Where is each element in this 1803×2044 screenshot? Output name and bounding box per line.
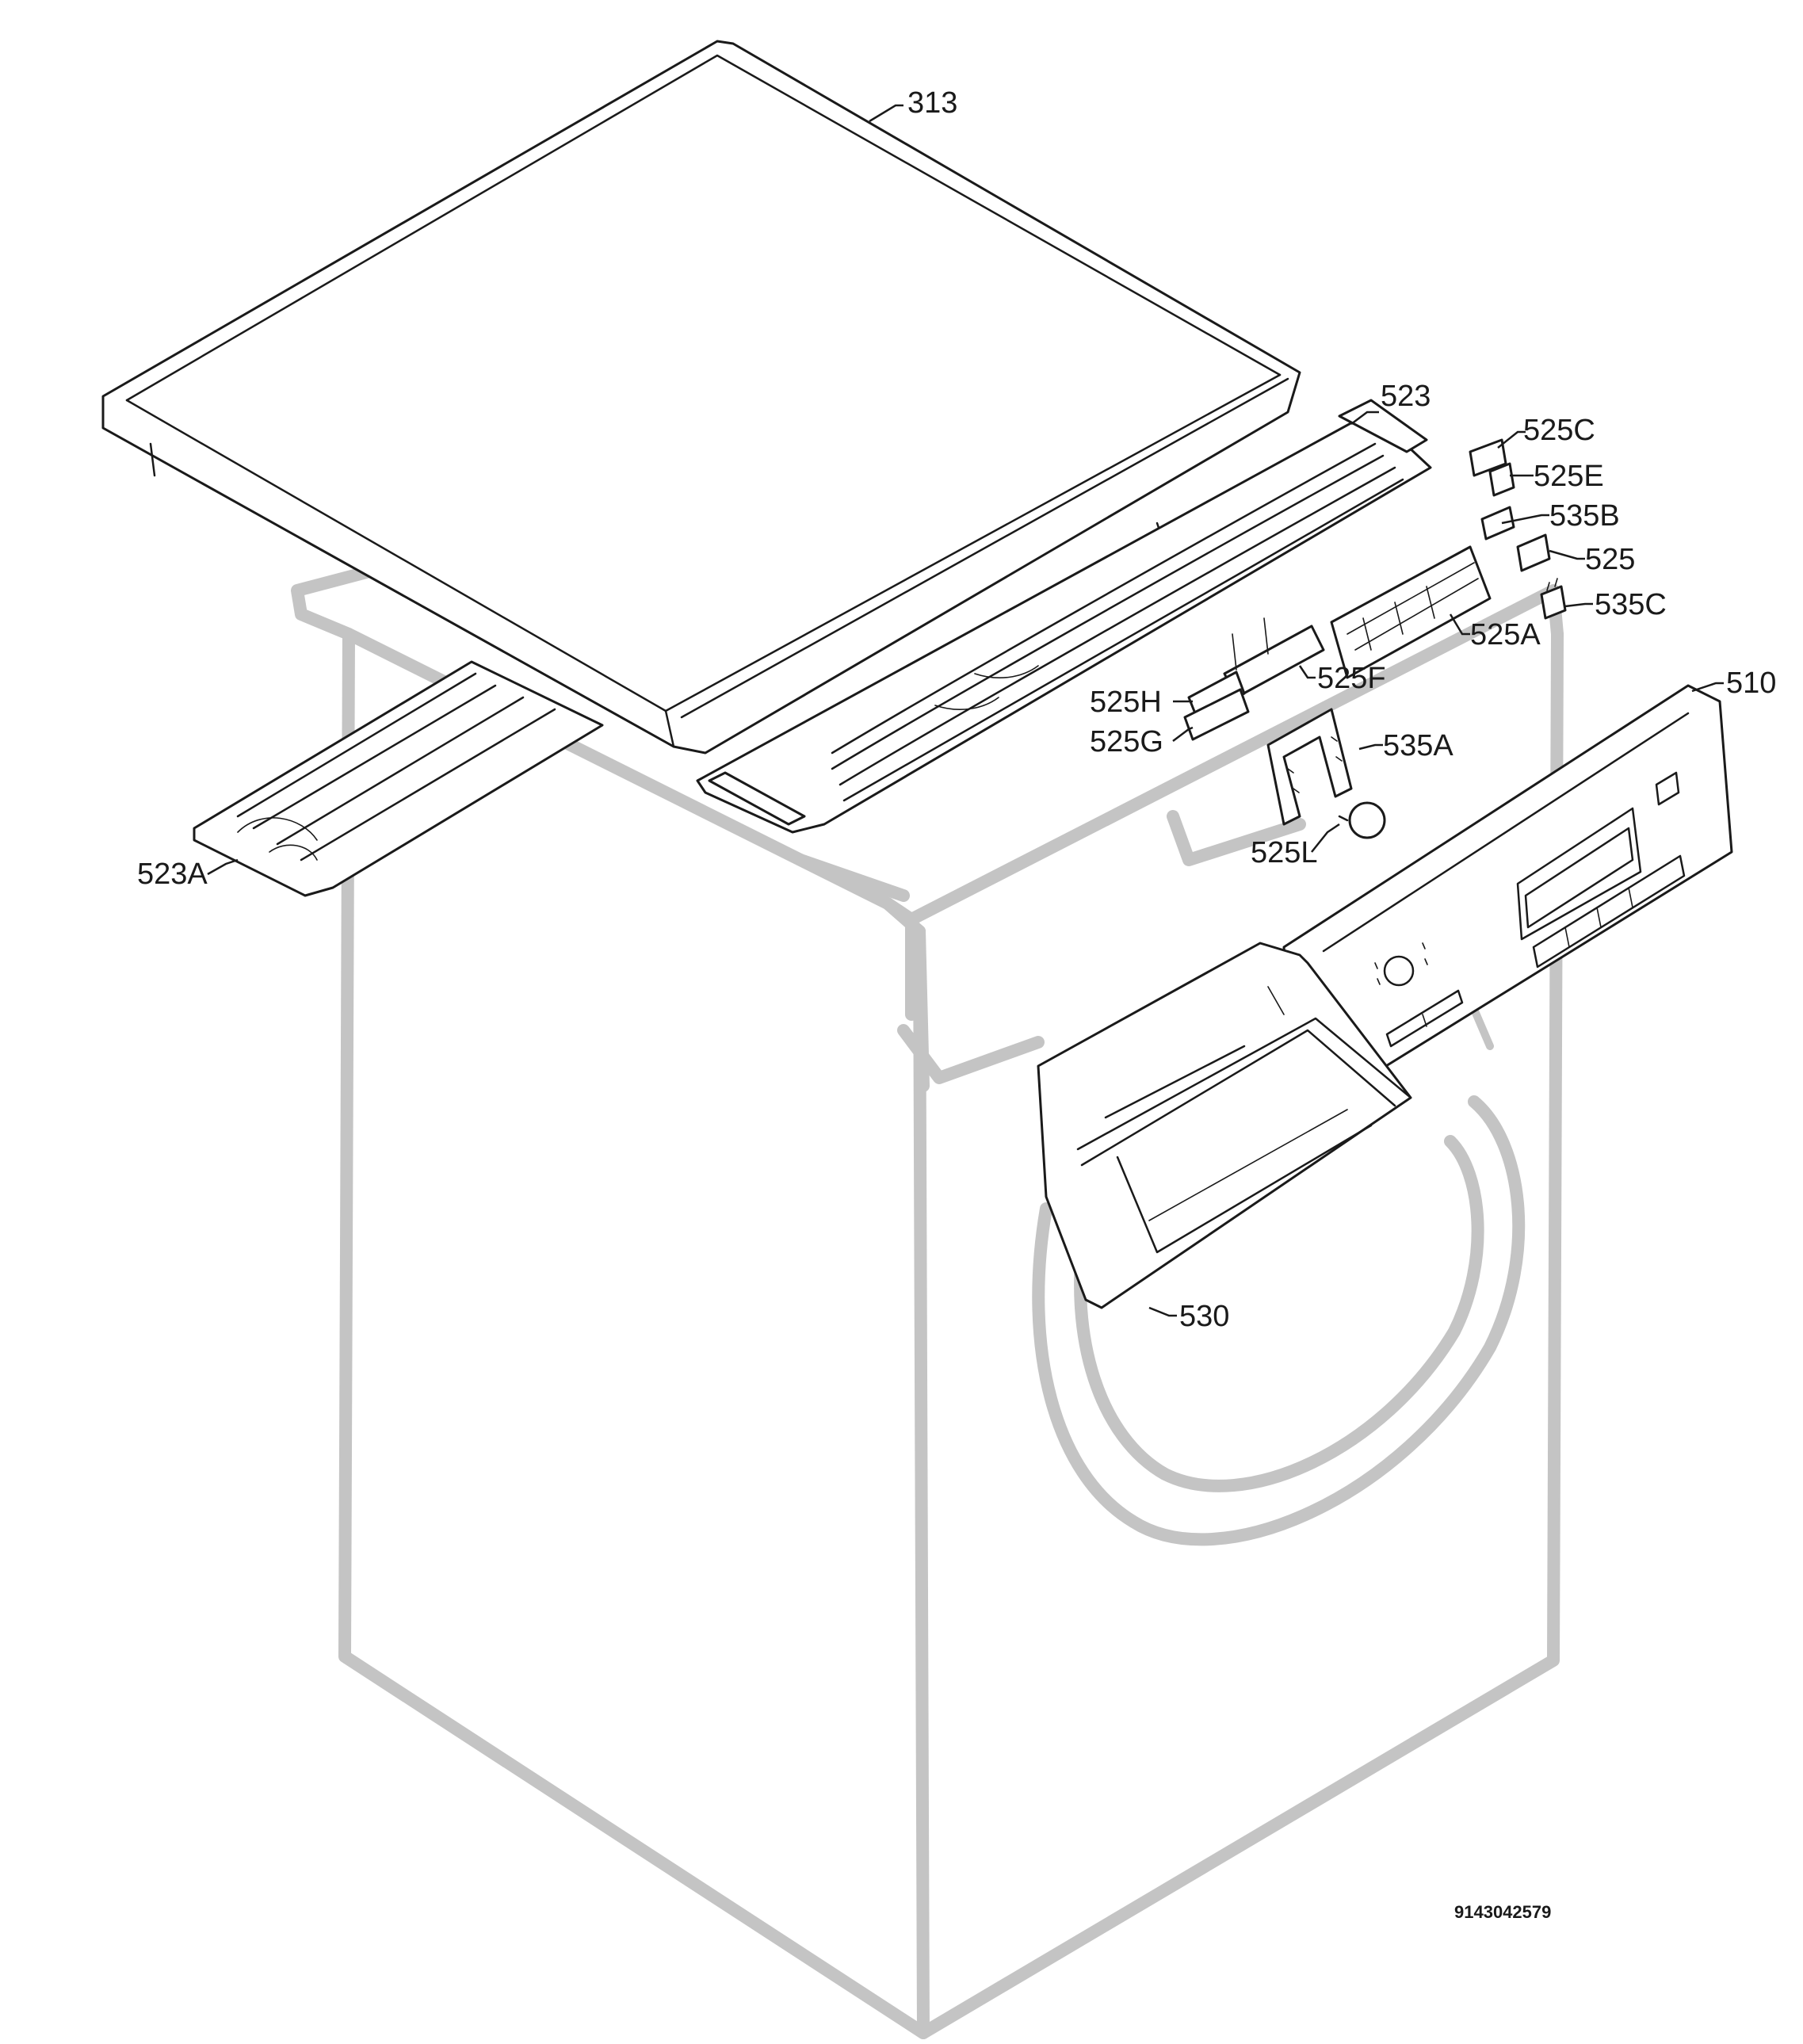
callout-525f: 525F xyxy=(1317,662,1386,695)
diagram-code: 9143042579 xyxy=(1454,1902,1551,1922)
connector-525e-part xyxy=(1488,462,1515,497)
bracket-535a-part xyxy=(1266,708,1353,826)
callout-525l: 525L xyxy=(1251,836,1318,869)
leader-lines xyxy=(207,104,1724,1317)
connector-535b-part xyxy=(1480,506,1515,541)
door-outline xyxy=(1032,1095,1526,1546)
callout-525e: 525E xyxy=(1534,460,1604,493)
callout-530: 530 xyxy=(1179,1300,1229,1333)
callout-525c: 525C xyxy=(1523,414,1595,447)
module-525h-part xyxy=(1187,671,1246,719)
connector-525-part xyxy=(1516,533,1551,572)
callout-535a: 535A xyxy=(1383,729,1453,762)
callout-535b: 535B xyxy=(1549,499,1620,533)
dispenser-drawer-part xyxy=(1037,942,1412,1309)
callout-535c: 535C xyxy=(1595,588,1667,621)
callout-523: 523 xyxy=(1381,380,1431,413)
connector-535c-part xyxy=(1540,578,1567,620)
top-lid-part xyxy=(101,40,1301,755)
rail-523a-part xyxy=(193,660,604,897)
rail-523-part xyxy=(696,399,1432,834)
callout-labels: 313 523 525C 525E 535B 525 535C 525A 525… xyxy=(137,86,1776,1333)
callout-525h: 525H xyxy=(1090,686,1162,719)
callout-525g: 525G xyxy=(1090,725,1163,758)
control-panel-part xyxy=(1282,684,1733,1111)
board-525a-part xyxy=(1330,545,1492,679)
callout-525: 525 xyxy=(1585,543,1635,576)
callout-525a: 525A xyxy=(1470,618,1541,651)
callout-313: 313 xyxy=(907,86,957,120)
connector-525c-part xyxy=(1469,438,1507,477)
module-525g-part xyxy=(1183,688,1250,741)
callout-523a: 523A xyxy=(137,858,208,891)
encoder-525l-part xyxy=(1338,801,1386,839)
callout-510: 510 xyxy=(1726,667,1776,700)
cabinet-outline xyxy=(291,564,1564,2039)
